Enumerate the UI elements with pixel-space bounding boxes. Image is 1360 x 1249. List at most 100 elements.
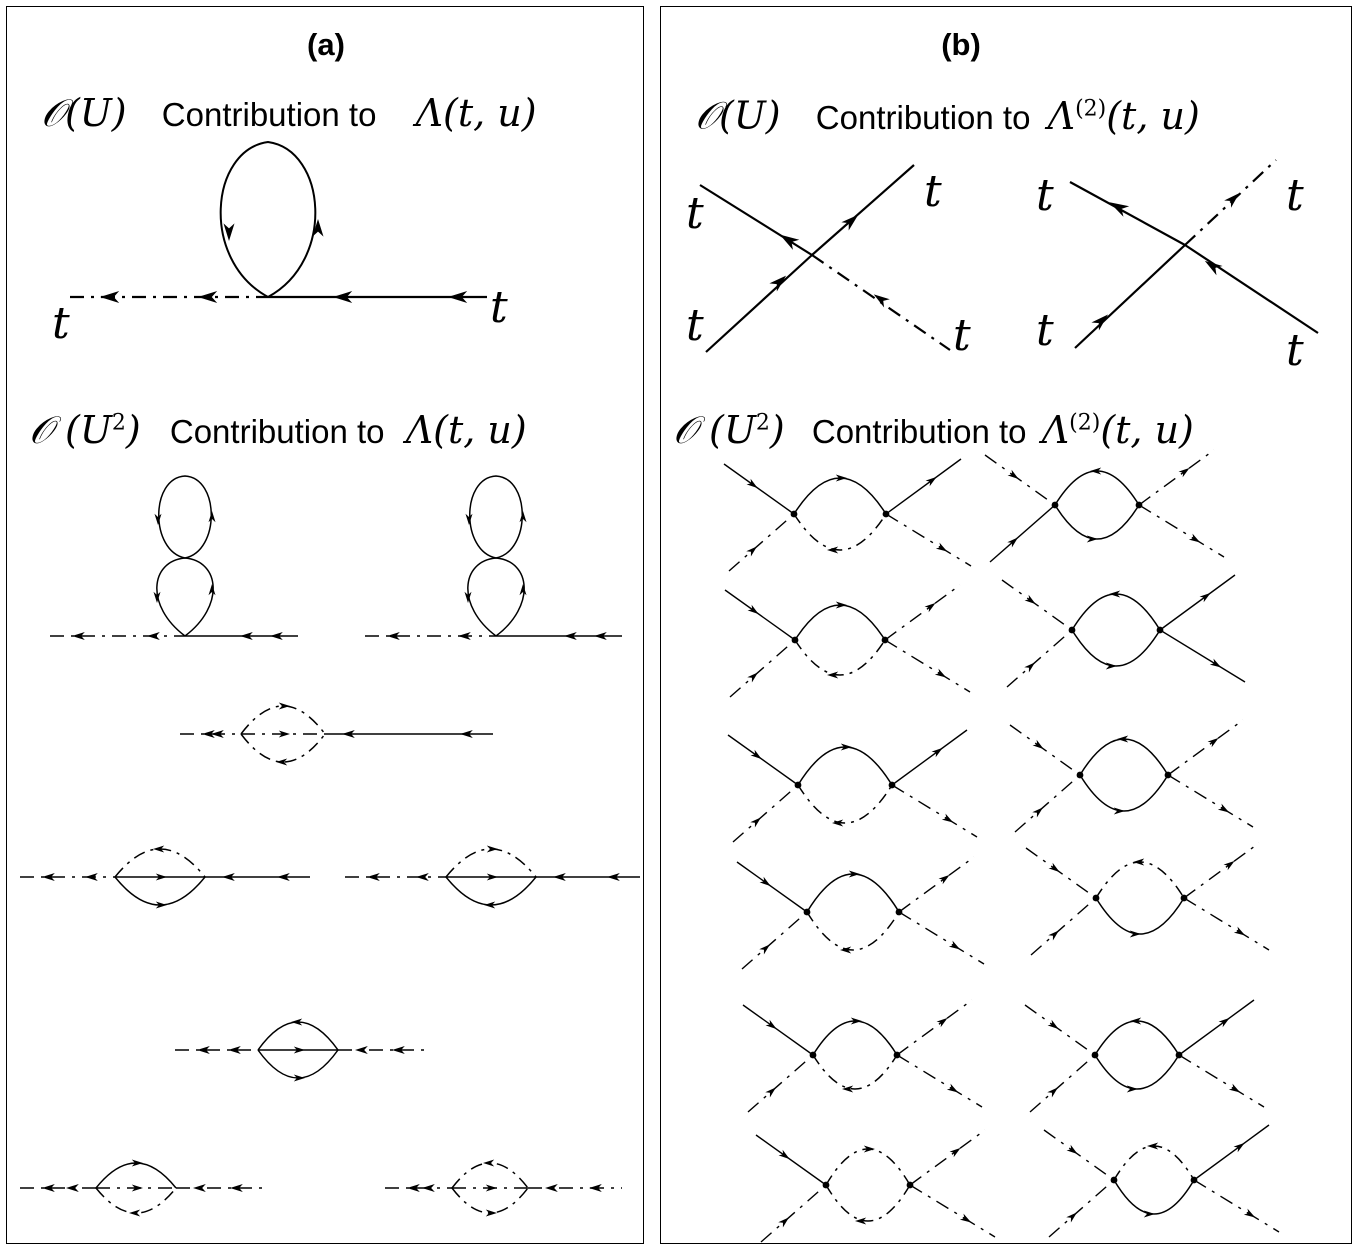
t-label: t: [924, 166, 942, 217]
dashed-arc: [114, 848, 206, 878]
dashed-propagator: [1043, 1129, 1115, 1181]
dashed-arc: [95, 1187, 177, 1214]
dashed-propagator: [1006, 629, 1073, 688]
arrow-head: [827, 671, 839, 679]
arrow-head: [1188, 533, 1201, 543]
vertex-dot: [1068, 626, 1076, 634]
arrow-head: [1218, 1017, 1230, 1028]
arrow-head: [931, 747, 943, 758]
heading-text: Contribution to: [169, 412, 385, 450]
arrow-head: [464, 591, 472, 603]
arrow-head: [131, 1184, 143, 1192]
bubble-bottom-arc: [1095, 897, 1185, 935]
arrow-head: [484, 901, 496, 909]
arrow-head: [750, 817, 762, 828]
dashed-propagator: [1025, 847, 1097, 899]
arrow-head: [392, 1046, 405, 1054]
arrow-head: [949, 1147, 961, 1158]
arrow-head: [153, 845, 165, 853]
arrow-head: [147, 632, 160, 640]
t-label: t: [1286, 170, 1304, 221]
arrow-head: [1032, 807, 1044, 818]
upper-loop: [158, 475, 212, 559]
panel-a-label: (a): [307, 27, 345, 62]
vertex-dot: [893, 1051, 901, 1059]
t-label: t: [686, 300, 704, 351]
solid-propagator: [1184, 244, 1319, 334]
arrow-head: [835, 474, 847, 482]
arrow-head: [42, 1184, 55, 1192]
arrow-head: [202, 730, 215, 738]
dashed-propagator: [984, 454, 1056, 506]
vertex-dot: [822, 1181, 830, 1189]
bubble-top-arc: [806, 873, 900, 913]
arrow-head: [855, 1217, 867, 1225]
t-label: t: [1286, 325, 1304, 376]
arrow-head: [1086, 535, 1098, 543]
arrow-head: [1113, 807, 1125, 815]
arrow-head: [1224, 193, 1240, 208]
arrow-head: [840, 946, 852, 954]
solid-arc: [95, 1162, 177, 1189]
arrow-head: [72, 632, 85, 640]
arrow-head: [270, 632, 283, 640]
arrow-head: [840, 743, 852, 751]
arrow-head: [1228, 1083, 1241, 1093]
order-U: 𝒪(U): [41, 91, 127, 135]
vertex-dot: [881, 636, 889, 644]
bubble-top-arc: [812, 1020, 898, 1056]
bubble-bottom-arc: [1094, 1054, 1180, 1090]
dashed-propagator: [884, 584, 961, 641]
arrow-head: [422, 1184, 435, 1192]
arrow-head: [941, 813, 954, 823]
arrow-head: [863, 1145, 875, 1153]
vertex-dot: [1156, 626, 1164, 634]
panel-a-second-order-heading: 𝒪 (U2) Contribution to Λ(t, u): [29, 403, 527, 452]
dashed-propagator: [741, 911, 808, 970]
solid-propagator: [1159, 574, 1236, 631]
bubble-bottom-arc: [1054, 504, 1140, 540]
arrow-head: [312, 219, 324, 237]
arrow-head: [276, 758, 288, 766]
arrow-head: [934, 668, 947, 678]
arrow-head: [924, 602, 936, 613]
lambda-2-quantity: Λ(2)(t, u): [1047, 93, 1200, 138]
arrow-head: [759, 944, 771, 955]
arrow-head: [1143, 1210, 1155, 1218]
arrow-head: [223, 223, 235, 241]
arrow-head: [1007, 537, 1019, 548]
arrow-head: [208, 584, 216, 596]
upper-loop: [469, 475, 523, 559]
arrow-head: [1090, 467, 1102, 475]
arrow-head: [485, 1184, 497, 1192]
dashed-propagator: [1193, 1179, 1280, 1233]
arrow-head: [841, 214, 859, 231]
arrow-head: [42, 873, 55, 881]
solid-propagator: [755, 1134, 827, 1186]
dashed-propagator: [1014, 774, 1081, 833]
vertex-dot: [1110, 1176, 1118, 1184]
arrow-head: [553, 873, 566, 881]
solid-propagator: [1069, 181, 1186, 246]
vertex-dot: [1180, 894, 1188, 902]
bubble-top-arc: [1094, 1020, 1180, 1056]
arrow-head: [293, 1046, 305, 1054]
dashed-propagator: [898, 911, 985, 965]
arrow-head: [946, 1083, 959, 1093]
arrow-head: [850, 1017, 862, 1025]
solid-propagator: [1178, 999, 1255, 1056]
bubble-bottom-arc: [806, 911, 900, 951]
arrow-head: [589, 1184, 602, 1192]
heading-text: Contribution to: [811, 412, 1027, 450]
arrow-head: [278, 730, 290, 738]
arrow-head: [193, 1184, 206, 1192]
arrow-head: [465, 513, 473, 525]
arrow-head: [333, 291, 353, 303]
arrow-head: [1048, 930, 1060, 941]
bubble-top-arc: [1054, 470, 1140, 506]
dashed-propagator: [909, 1184, 996, 1238]
arrow-head: [1126, 1085, 1138, 1093]
arrow-head: [1032, 739, 1044, 750]
arrow-head: [765, 1019, 777, 1030]
